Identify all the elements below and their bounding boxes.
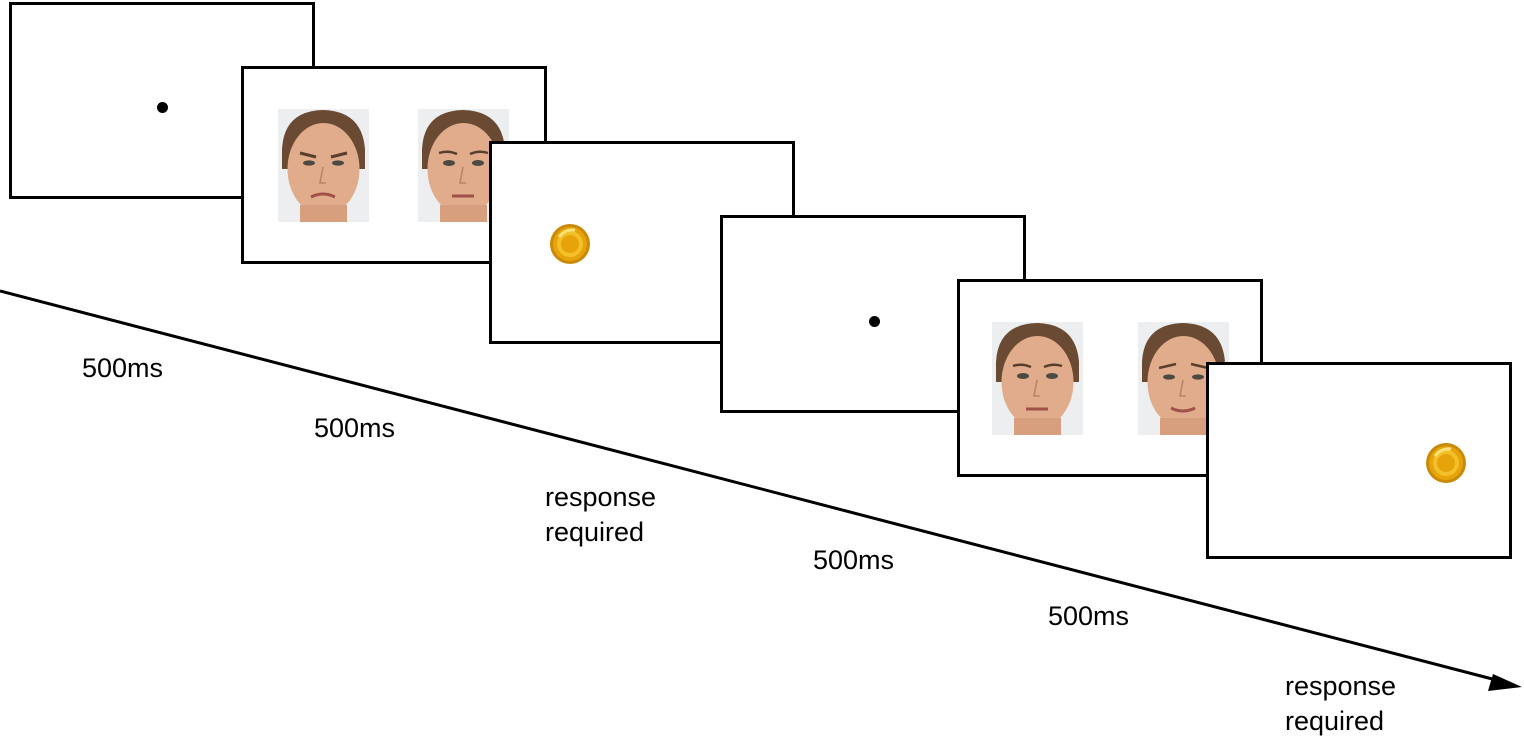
gold-coin-icon <box>549 223 591 265</box>
timeline-label-required-2: required <box>1285 706 1385 736</box>
face-photo-icon <box>992 322 1083 435</box>
timeline-label-response-1: response <box>545 482 657 512</box>
face-photo-icon <box>278 109 369 222</box>
gold-coin-icon <box>1425 442 1467 484</box>
screen-coin-2 <box>1206 362 1512 559</box>
timeline-label-faces-1: 500ms <box>314 413 396 443</box>
fixation-dot-icon <box>157 102 168 113</box>
timeline-label-response-2: response <box>1285 671 1397 701</box>
timeline-label-fixation-2: 500ms <box>813 545 895 575</box>
timeline-label-faces-2: 500ms <box>1048 601 1130 631</box>
timeline-label-fixation-1: 500ms <box>82 353 164 383</box>
fixation-dot-icon <box>869 316 880 327</box>
timeline-label-required-1: required <box>545 517 645 547</box>
